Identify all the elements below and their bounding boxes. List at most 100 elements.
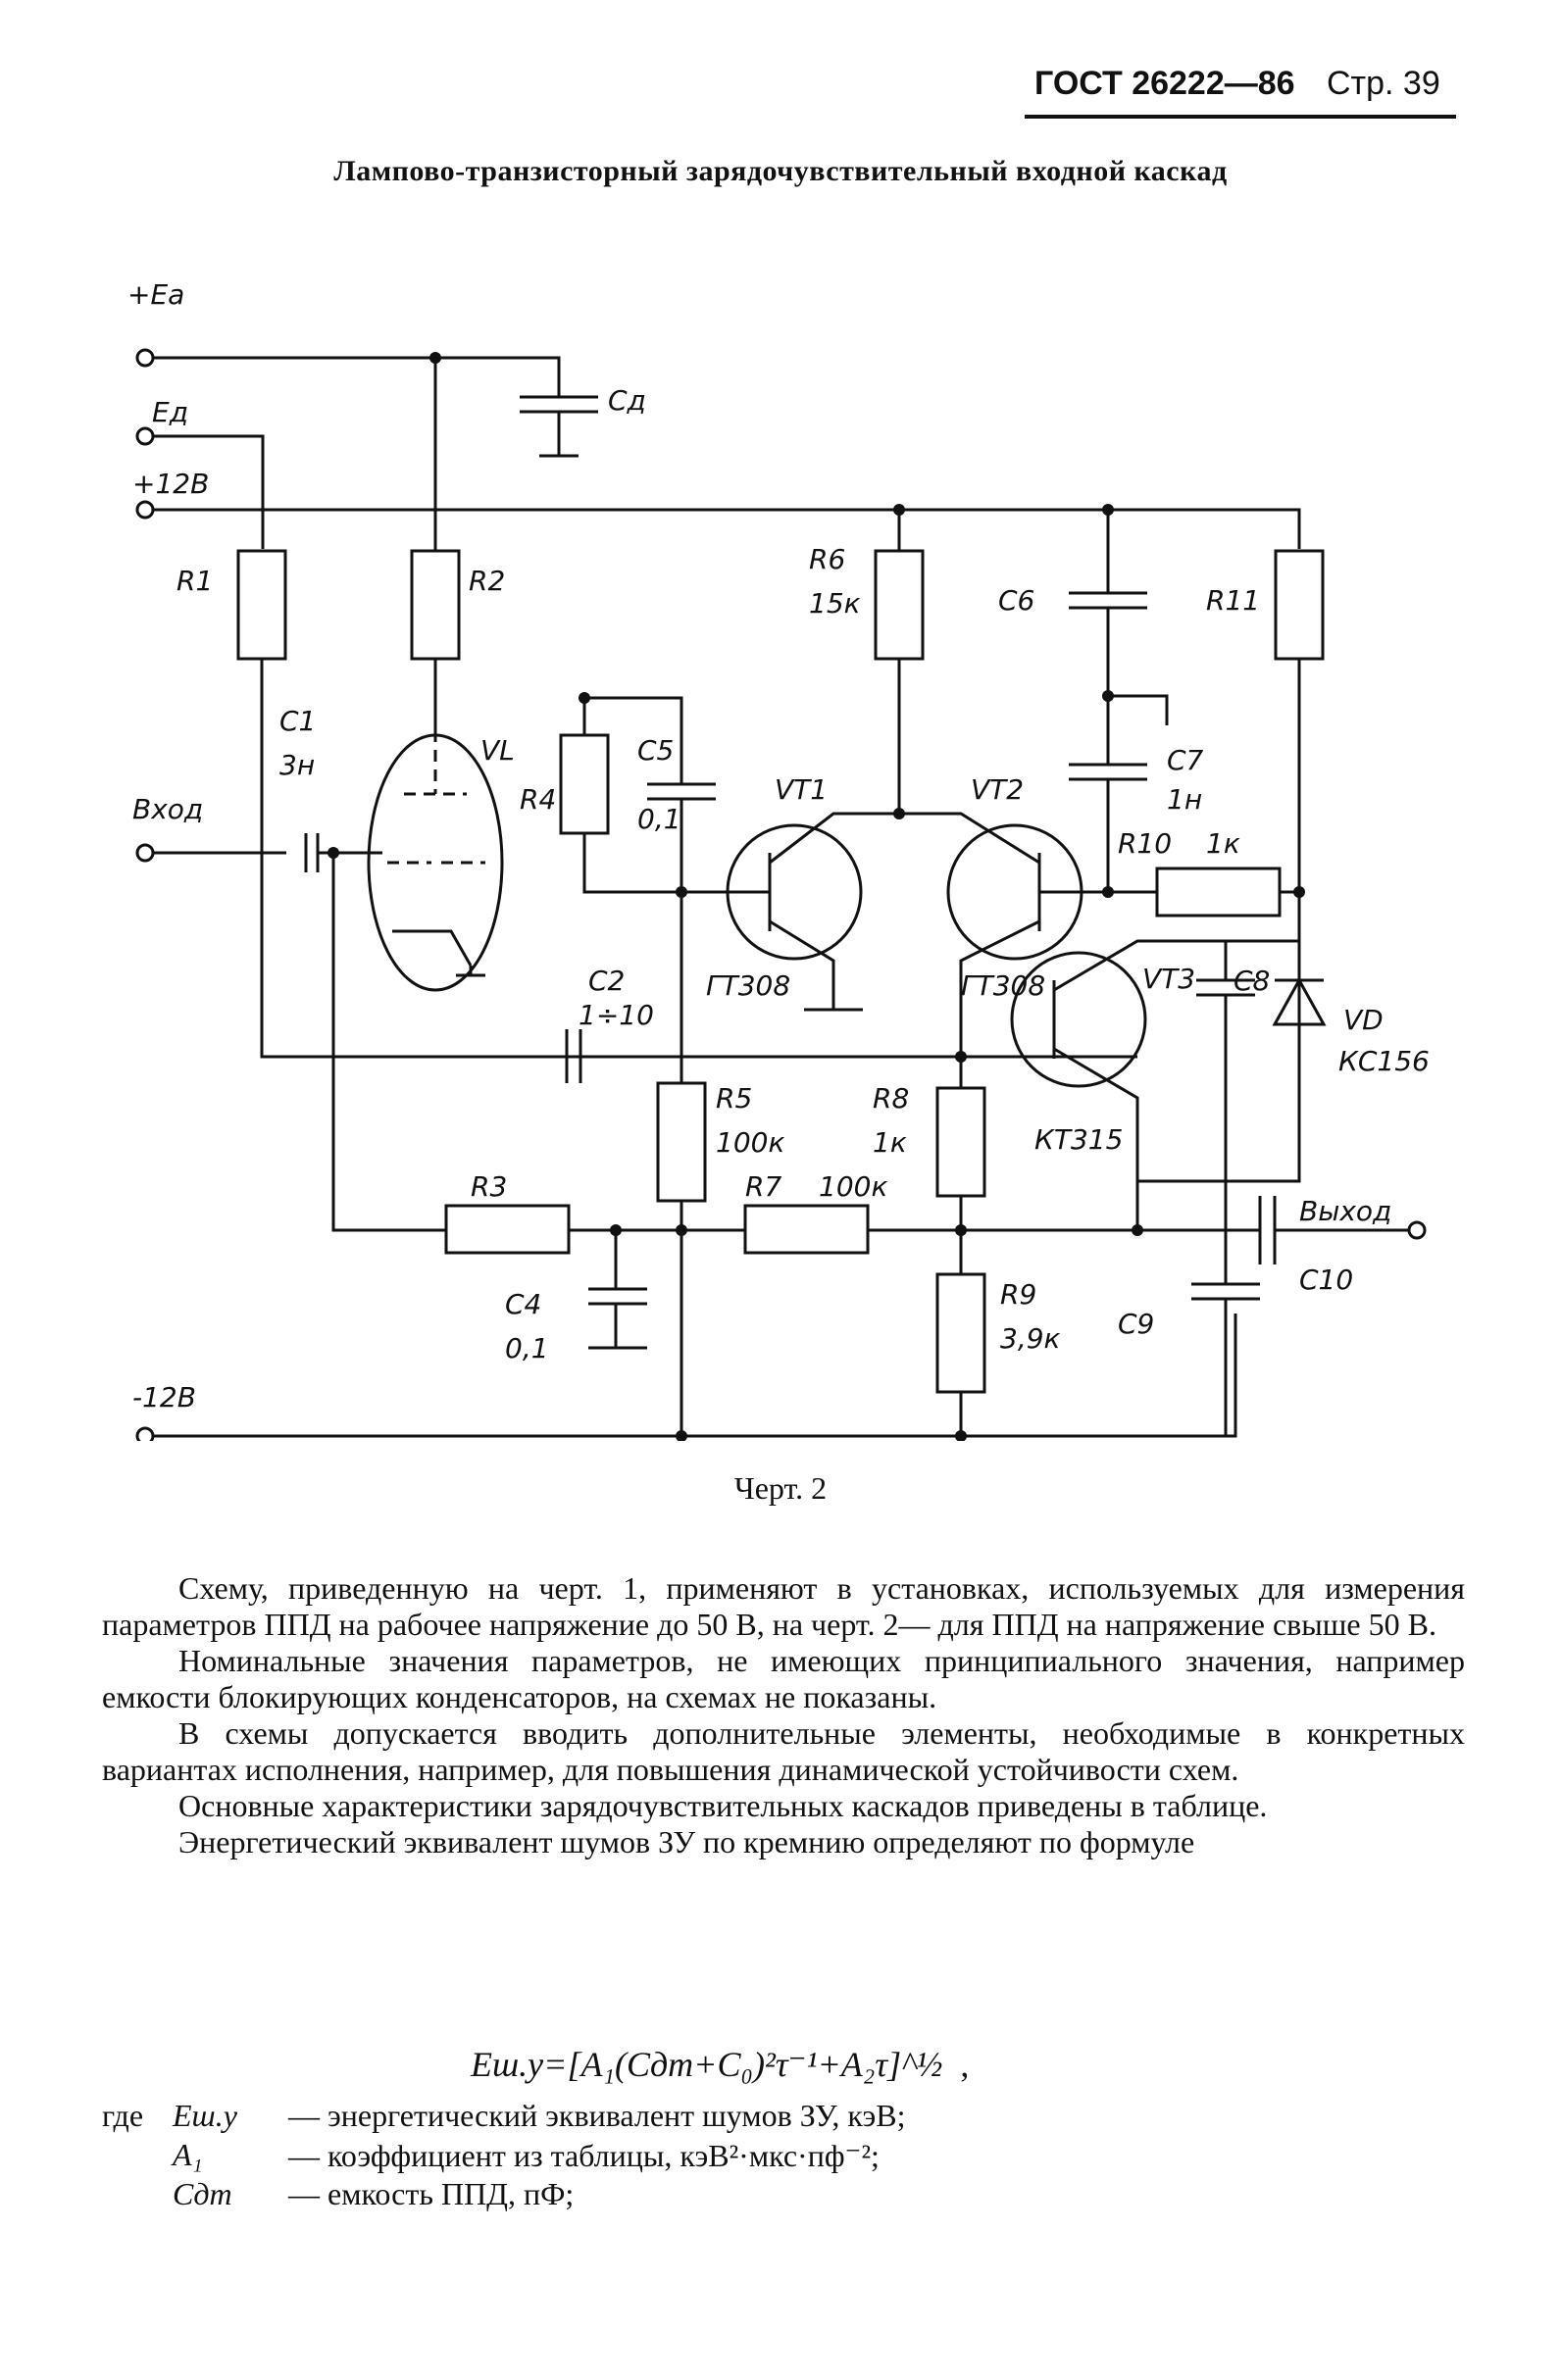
label-r8: R8 xyxy=(873,1082,909,1115)
resistor-r7 xyxy=(743,1204,870,1255)
header-rule xyxy=(1025,115,1456,119)
formula-comma: , xyxy=(960,2045,970,2084)
definition-text: — емкость ППД, пФ; xyxy=(288,2176,575,2211)
figure-title: Лампово-транзисторный зарядочувствительн… xyxy=(333,155,1228,187)
page-header: ГОСТ 26222—86 Стр. 39 xyxy=(981,61,1461,120)
label-vt3: VT3 xyxy=(1142,963,1195,995)
terminal-p12 xyxy=(135,500,155,520)
definition-text: — коэффициент из таблицы, кэВ²·мкс·пф⁻²; xyxy=(288,2138,880,2173)
rail-ed xyxy=(145,434,265,549)
input-line xyxy=(145,833,446,1232)
value-r10: 1к xyxy=(1206,827,1240,860)
label-r9: R9 xyxy=(1000,1278,1036,1311)
label-r5: R5 xyxy=(716,1082,752,1115)
label-c10: C10 xyxy=(1299,1264,1353,1296)
resistor-r4 xyxy=(559,733,610,835)
label-vt1: VT1 xyxy=(775,773,828,806)
label-r10: R10 xyxy=(1118,827,1172,860)
terminal-ed xyxy=(135,426,155,446)
label-c1: C1 xyxy=(279,705,316,737)
paragraph: Энергетический эквивалент шумов ЗУ по кр… xyxy=(178,1824,1195,1859)
definition-symbol: Cдт xyxy=(173,2176,232,2211)
label-c9: C9 xyxy=(1118,1308,1154,1340)
type-vt1: ГТ308 xyxy=(706,969,790,1002)
diode-vd xyxy=(1272,976,1327,1026)
standard-number: ГОСТ 26222—86 xyxy=(1034,65,1295,102)
value-c1: 3н xyxy=(279,749,315,781)
terminal-m12 xyxy=(135,1426,155,1441)
value-r5: 100к xyxy=(716,1126,784,1159)
label-c7: C7 xyxy=(1167,744,1204,776)
terminal-ea xyxy=(135,348,155,368)
label-c2: C2 xyxy=(588,965,625,997)
type-vt2: ГТ308 xyxy=(961,969,1045,1002)
cap-c4 xyxy=(588,1230,647,1350)
cap-c5 xyxy=(647,782,716,892)
label-vt2: VT2 xyxy=(971,773,1024,806)
value-c2: 1÷10 xyxy=(579,999,654,1031)
cap-c8 xyxy=(1196,941,1255,1181)
label-c5: C5 xyxy=(637,734,674,767)
cap-c7 xyxy=(1069,696,1147,892)
definition-symbol: A₁ xyxy=(173,2137,203,2172)
value-c5: 0,1 xyxy=(637,803,681,835)
definition-text: — энергетический эквивалент шумов ЗУ, кэ… xyxy=(288,2098,906,2133)
terminal-output xyxy=(1407,1220,1427,1240)
cap-cd xyxy=(520,395,598,458)
value-c4: 0,1 xyxy=(505,1332,549,1364)
label-m12: -12В xyxy=(132,1381,196,1413)
label-p12: +12В xyxy=(132,468,209,500)
label-input: Вход xyxy=(132,793,203,825)
type-vd: КС156 xyxy=(1338,1045,1430,1077)
cap-c2 xyxy=(565,1029,582,1083)
definition-row: A₁ — коэффициент из таблицы, кэВ²·мкс·пф… xyxy=(102,2137,1181,2176)
paragraph: В схемы допускается вводить дополнительн… xyxy=(102,1715,1465,1787)
label-r4: R4 xyxy=(520,783,556,816)
label-vl: VL xyxy=(480,734,515,767)
rail-ea xyxy=(145,356,561,397)
noise-formula: Eш.у=[A₁(Cдт+C₀)²τ⁻¹+A₂τ]^½, xyxy=(471,2044,969,2085)
definition-row: Cдт — емкость ППД, пФ; xyxy=(102,2176,1181,2215)
label-r7: R7 xyxy=(745,1170,781,1203)
cap-c10 xyxy=(1137,1196,1417,1264)
definition-symbol: Eш.у xyxy=(173,2098,237,2133)
terminal-input xyxy=(135,843,155,863)
label-vd: VD xyxy=(1343,1004,1384,1036)
figure-caption: Черт. 2 xyxy=(733,1470,828,1506)
label-r1: R1 xyxy=(176,565,213,597)
label-output: Выход xyxy=(1299,1195,1391,1227)
label-r2: R2 xyxy=(469,565,505,597)
definition-lead: где xyxy=(102,2098,144,2133)
body-text: Схему, приведенную на черт. 1, применяют… xyxy=(102,1570,1465,1860)
label-ed: Eд xyxy=(152,396,188,428)
type-vt3: КТ315 xyxy=(1034,1123,1123,1156)
resistor-r3 xyxy=(444,1204,571,1255)
cap-c9 xyxy=(1191,1181,1260,1436)
label-r11: R11 xyxy=(1206,584,1260,617)
resistor-r1 xyxy=(236,549,287,661)
label-ea: +Ea xyxy=(127,278,184,311)
paragraph: Номинальные значения параметров, не имею… xyxy=(102,1643,1465,1714)
value-r7: 100к xyxy=(819,1170,887,1203)
transistor-vt3 xyxy=(1010,951,1147,1088)
label-c4: C4 xyxy=(505,1288,541,1320)
label-r6: R6 xyxy=(809,543,845,575)
value-c7: 1н xyxy=(1167,783,1202,816)
resistor-r8 xyxy=(935,1086,986,1198)
label-c6: C6 xyxy=(998,584,1034,617)
resistor-r6 xyxy=(874,549,925,661)
rail-p12 xyxy=(145,508,1301,549)
label-r3: R3 xyxy=(471,1170,507,1203)
circuit-schematic: +Ea Eд +12В Вход -12В Выход Cд R1 R2 R3 … xyxy=(127,278,1430,1441)
value-r8: 1к xyxy=(873,1126,907,1159)
definition-row: где Eш.у — энергетический эквивалент шум… xyxy=(102,2098,1181,2137)
paragraph: Основные характеристики зарядочувствител… xyxy=(178,1788,1268,1823)
definitions-list: где Eш.у — энергетический эквивалент шум… xyxy=(102,2098,1181,2215)
resistor-r10 xyxy=(1155,867,1282,917)
paragraph: Схему, приведенную на черт. 1, применяют… xyxy=(102,1570,1465,1642)
resistor-r5 xyxy=(656,1081,707,1203)
label-c8: C8 xyxy=(1234,965,1270,997)
label-cd: Cд xyxy=(608,384,646,417)
resistor-r11 xyxy=(1274,549,1325,661)
value-r9: 3,9к xyxy=(1000,1322,1061,1355)
